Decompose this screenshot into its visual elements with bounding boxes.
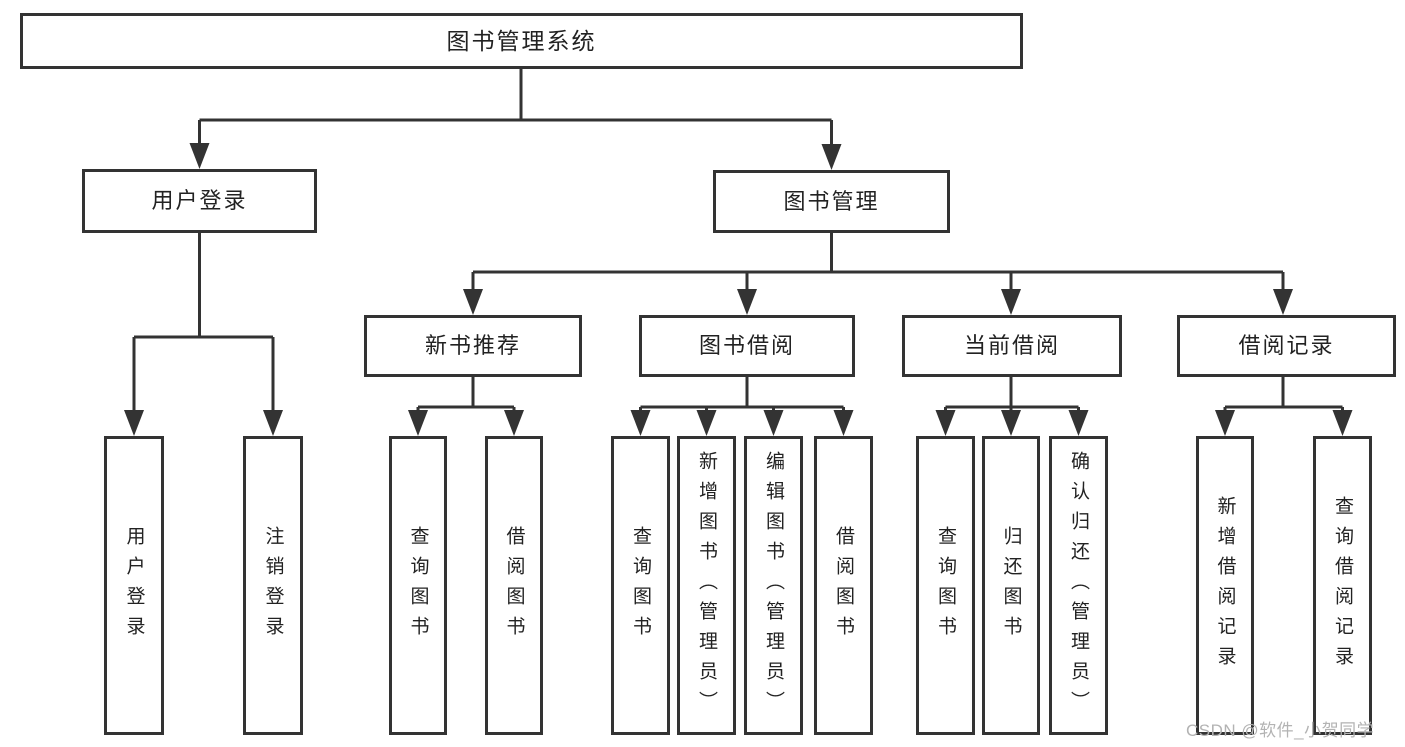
leaf-borrowing-borrow-books-label: 借阅图书 [833, 525, 854, 646]
leaf-logout: 注销登录 [243, 436, 303, 735]
leaf-recommend-borrow-books: 借阅图书 [485, 436, 543, 735]
leaf-current-query-books: 查询图书 [916, 436, 975, 735]
leaf-recommend-query-books: 查询图书 [389, 436, 447, 735]
leaf-user-login-label: 用户登录 [123, 525, 145, 646]
node-new-book-recommendation: 新书推荐 [364, 315, 582, 377]
leaf-confirm-return-admin: 确认归还（管理员） [1049, 436, 1108, 735]
leaf-query-borrow-record-label: 查询借阅记录 [1332, 495, 1353, 676]
leaf-add-books-admin-label: 新增图书（管理员） [696, 450, 717, 721]
leaf-borrowing-query-books-label: 查询图书 [630, 525, 651, 646]
csdn-watermark: CSDN @软件_小贺同学 [1186, 721, 1375, 740]
leaf-return-books-label: 归还图书 [1000, 525, 1022, 646]
node-user-login: 用户登录 [82, 169, 317, 233]
leaf-borrowing-query-books: 查询图书 [611, 436, 670, 735]
leaf-add-borrow-record: 新增借阅记录 [1196, 436, 1254, 735]
leaf-recommend-query-books-label: 查询图书 [407, 525, 429, 646]
node-current-borrowing: 当前借阅 [902, 315, 1122, 377]
leaf-confirm-return-admin-label: 确认归还（管理员） [1068, 450, 1089, 721]
leaf-recommend-borrow-books-label: 借阅图书 [503, 525, 525, 646]
leaf-add-borrow-record-label: 新增借阅记录 [1214, 495, 1236, 676]
node-book-management: 图书管理 [713, 170, 950, 233]
leaf-add-books-admin: 新增图书（管理员） [677, 436, 736, 735]
leaf-edit-books-admin: 编辑图书（管理员） [744, 436, 803, 735]
node-book-borrowing: 图书借阅 [639, 315, 855, 377]
leaf-user-login: 用户登录 [104, 436, 164, 735]
node-borrowing-records: 借阅记录 [1177, 315, 1396, 377]
node-root-library-management-system: 图书管理系统 [20, 13, 1023, 69]
leaf-edit-books-admin-label: 编辑图书（管理员） [763, 450, 784, 721]
leaf-borrowing-borrow-books: 借阅图书 [814, 436, 873, 735]
leaf-logout-label: 注销登录 [262, 525, 284, 646]
leaf-current-query-books-label: 查询图书 [935, 525, 956, 646]
leaf-return-books: 归还图书 [982, 436, 1040, 735]
leaf-query-borrow-record: 查询借阅记录 [1313, 436, 1372, 735]
